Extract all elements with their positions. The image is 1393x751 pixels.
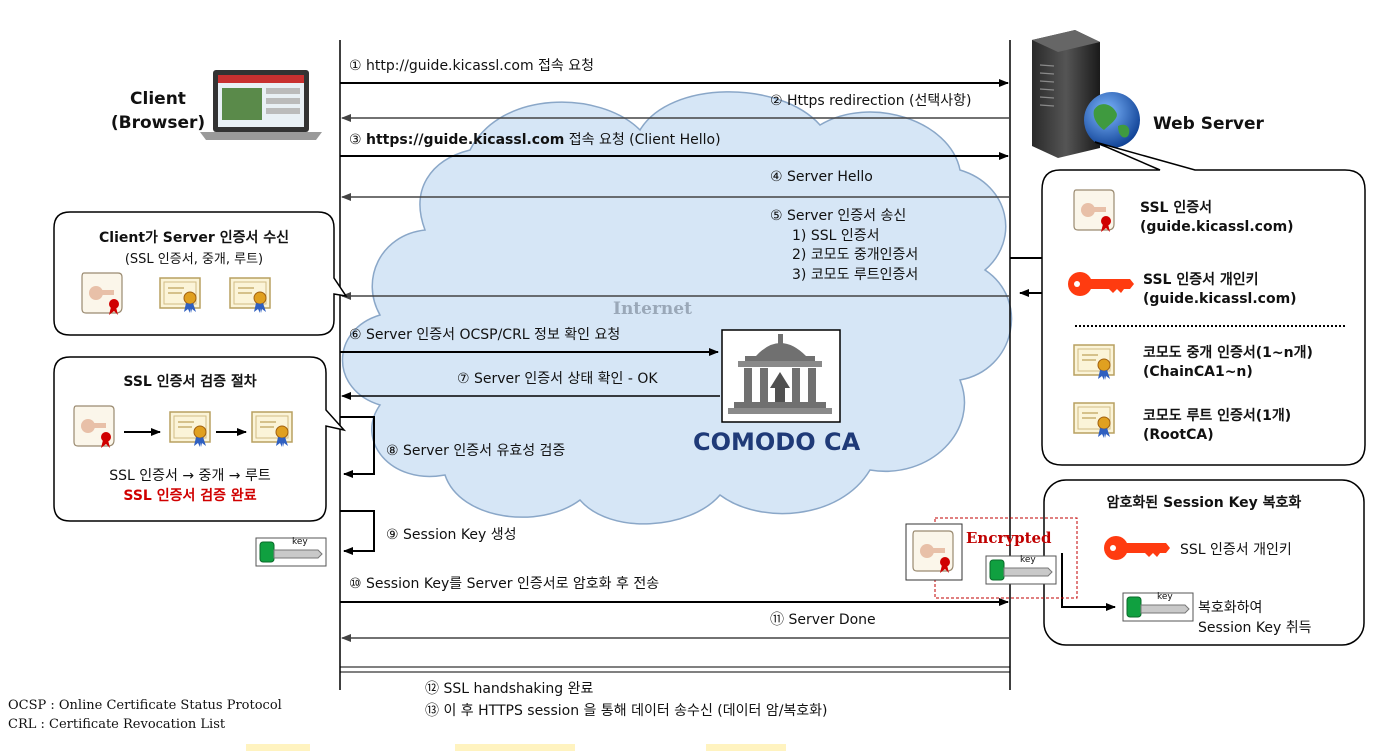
server-intermediate-cert-icon	[1073, 344, 1115, 381]
server-cert-4-name: 코모도 루트 인증서(1개)	[1143, 408, 1292, 424]
step-12-label: ⑫ SSL handshaking 완료	[425, 681, 594, 697]
verify-ssl-cert-icon	[73, 405, 115, 449]
verify-root-cert-icon	[251, 411, 293, 448]
step-4-label: ④ Server Hello	[770, 169, 873, 185]
session-key-icon	[255, 537, 327, 567]
decrypt-title: 암호화된 Session Key 복호화	[1106, 495, 1302, 511]
footnote-crl: CRL : Certificate Revocation List	[8, 717, 226, 732]
step-5-label: ⑤ Server 인증서 송신	[770, 208, 907, 224]
step-5-sub-3: 3) 코모도 루트인증서	[792, 267, 919, 283]
decrypt-arrow	[1061, 553, 1116, 611]
decrypt-key-label: SSL 인증서 개인키	[1180, 542, 1292, 558]
step-6-label: ⑥ Server 인증서 OCSP/CRL 정보 확인 요청	[349, 327, 621, 343]
server-cert-3-detail: (ChainCA1~n)	[1143, 364, 1253, 380]
footnote-ocsp: OCSP : Online Certificate Status Protoco…	[8, 698, 282, 713]
step-11-label: ⑪ Server Done	[770, 612, 876, 628]
server-cert-4-detail: (RootCA)	[1143, 427, 1214, 443]
encrypted-key-tag: key	[1020, 555, 1036, 565]
step-1-label: ① http://guide.kicassl.com 접속 요청	[349, 58, 595, 74]
step-2-label: ② Https redirection (선택사항)	[770, 93, 972, 109]
globe-icon	[1084, 92, 1140, 148]
server-cert-1-name: SSL 인증서	[1140, 200, 1212, 216]
step-7-label: ⑦ Server 인증서 상태 확인 - OK	[457, 371, 658, 387]
laptop-icon	[200, 70, 322, 140]
server-cert-2-detail: (guide.kicassl.com)	[1143, 291, 1297, 307]
client-receive-subtitle: (SSL 인증서, 중개, 루트)	[124, 252, 264, 267]
server-certs-bubble	[1041, 141, 1366, 466]
step-5-sub-2: 2) 코모도 중개인증서	[792, 247, 919, 263]
client-receive-title: Client가 Server 인증서 수신	[99, 230, 289, 246]
decrypt-result-line1: 복호화하여	[1198, 600, 1263, 616]
arrow-step-9	[340, 510, 375, 555]
decrypt-result-line2: Session Key 취득	[1198, 620, 1312, 636]
ca-building-icon	[721, 329, 841, 423]
root-cert-icon	[229, 277, 271, 314]
step-10-label: ⑩ Session Key를 Server 인증서로 암호화 후 전송	[349, 576, 660, 592]
step-8-label: ⑧ Server 인증서 유효성 검증	[386, 443, 566, 459]
verify-complete-text: SSL 인증서 검증 완료	[123, 488, 257, 504]
client-receive-bubble	[53, 211, 348, 336]
ca-label: COMODO CA	[693, 428, 861, 456]
verify-title: SSL 인증서 검증 절차	[123, 374, 257, 390]
encrypted-cert-icon	[905, 523, 963, 581]
ssl-cert-icon	[81, 272, 123, 316]
step-3-label: ③ https://guide.kicassl.com 접속 요청 (Clien…	[349, 132, 721, 148]
step-13-label: ⑬ 이 후 HTTPS session 을 통해 데이터 송수신 (데이터 암/…	[425, 703, 828, 719]
decrypted-key-tag: key	[1157, 592, 1173, 602]
client-title: Client	[130, 89, 186, 109]
intermediate-cert-icon	[159, 277, 201, 314]
verify-intermediate-cert-icon	[169, 411, 211, 448]
client-subtitle: (Browser)	[110, 113, 206, 133]
encrypted-label: Encrypted	[966, 529, 1052, 547]
server-cert-1-detail: (guide.kicassl.com)	[1140, 219, 1294, 235]
server-cert-3-name: 코모도 중개 인증서(1~n개)	[1143, 345, 1313, 361]
server-icon	[1032, 30, 1100, 158]
session-key-tag: key	[292, 537, 308, 547]
verify-chain-text: SSL 인증서 → 중개 → 루트	[109, 468, 271, 484]
arrow-step-8	[340, 416, 375, 478]
encrypted-box	[934, 517, 1078, 599]
footer-highlight-1	[246, 744, 310, 751]
server-cert-2-name: SSL 인증서 개인키	[1143, 272, 1259, 288]
internet-label: Internet	[613, 299, 692, 319]
server-root-cert-icon	[1073, 402, 1115, 439]
footer-highlight-3	[706, 744, 786, 751]
internet-cloud	[341, 91, 1013, 525]
server-title: Web Server	[1153, 114, 1264, 134]
server-ssl-cert-icon	[1073, 189, 1115, 233]
footer-highlight-2	[455, 744, 575, 751]
step-5-sub-1: 1) SSL 인증서	[792, 228, 880, 244]
step-9-label: ⑨ Session Key 생성	[386, 527, 517, 543]
